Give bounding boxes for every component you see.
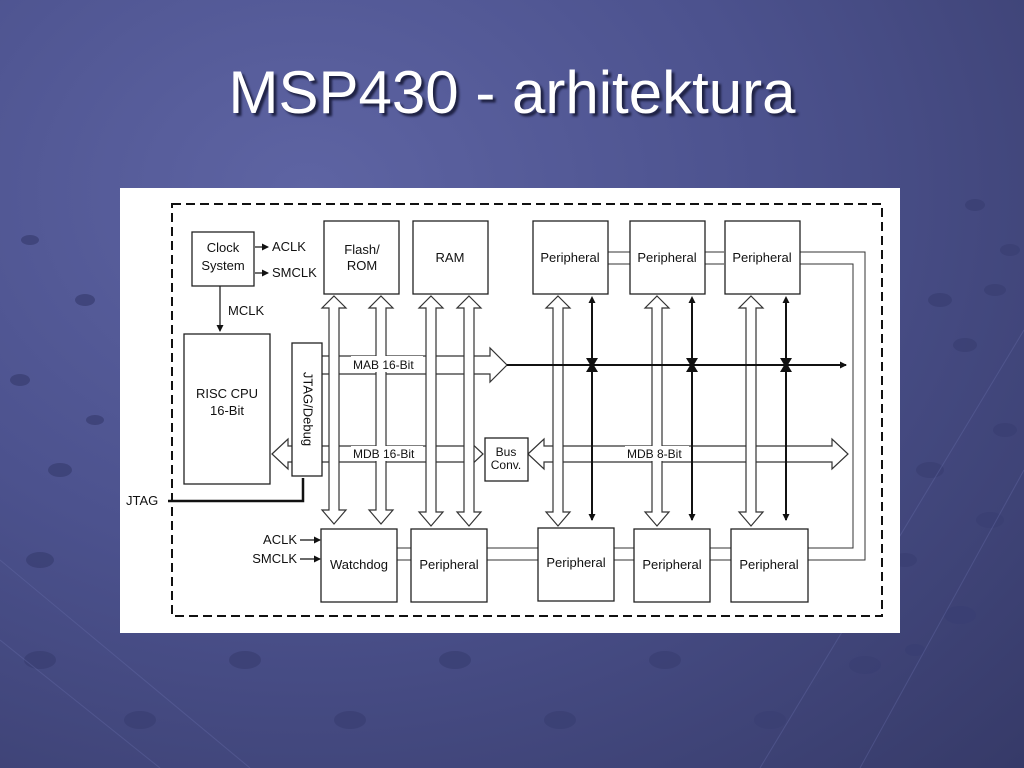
flash-rom-label-2: ROM: [347, 258, 377, 273]
mclk-label: MCLK: [228, 303, 264, 318]
slide-title: MSP430 - arhitektura: [228, 59, 796, 126]
peripheral-bottom-1-label: Peripheral: [419, 557, 478, 572]
ram-label: RAM: [436, 250, 465, 265]
architecture-diagram: Clock System Flash/ ROM RAM Peripheral P…: [120, 188, 900, 633]
aclk-out-label: ACLK: [272, 239, 306, 254]
aclk-in-label: ACLK: [263, 532, 297, 547]
clock-system-label-2: System: [201, 258, 244, 273]
bus-conv-block: [484, 437, 529, 482]
jtag-label: JTAG: [126, 493, 158, 508]
peripheral-block-top-2: [629, 220, 706, 295]
peripheral-bottom-3-label: Peripheral: [642, 557, 701, 572]
mdb16-label: MDB 16-Bit: [353, 447, 415, 461]
mdb8-label: MDB 8-Bit: [627, 447, 682, 461]
bus-conv-label-2: Conv.: [491, 458, 521, 472]
peripheral-block-top-1: [532, 220, 609, 295]
smclk-out-label: SMCLK: [272, 265, 317, 280]
cpu-label-2: 16-Bit: [210, 403, 244, 418]
peripheral-top-2-label: Peripheral: [637, 250, 696, 265]
peripheral-block-bottom-4: [730, 528, 809, 603]
peripheral-bottom-4-label: Peripheral: [739, 557, 798, 572]
smclk-in-label: SMCLK: [252, 551, 297, 566]
peripheral-bottom-2-label: Peripheral: [546, 555, 605, 570]
clock-system-block: [191, 231, 255, 287]
bus-conv-label-1: Bus: [496, 445, 517, 459]
peripheral-block-top-3: [724, 220, 801, 295]
clock-system-label-1: Clock: [207, 240, 240, 255]
jtag-line: [168, 478, 305, 503]
watchdog-label: Watchdog: [330, 557, 388, 572]
ram-block: [412, 220, 489, 295]
peripheral-top-1-label: Peripheral: [540, 250, 599, 265]
peripheral-block-bottom-3: [633, 528, 711, 603]
jtag-debug-label: JTAG/Debug: [301, 372, 316, 446]
cpu-label-1: RISC CPU: [196, 386, 258, 401]
chip-boundary: [171, 203, 883, 617]
peripheral-block-bottom-1: [410, 528, 488, 603]
watchdog-block: [320, 528, 398, 603]
jtag-debug-block: [291, 342, 323, 477]
flash-rom-block: [323, 220, 400, 295]
peripheral-top-3-label: Peripheral: [732, 250, 791, 265]
peripheral-block-bottom-2: [537, 527, 615, 602]
flash-rom-label-1: Flash/: [344, 242, 380, 257]
mab-label: MAB 16-Bit: [353, 358, 414, 372]
risc-cpu-block: [183, 333, 271, 485]
